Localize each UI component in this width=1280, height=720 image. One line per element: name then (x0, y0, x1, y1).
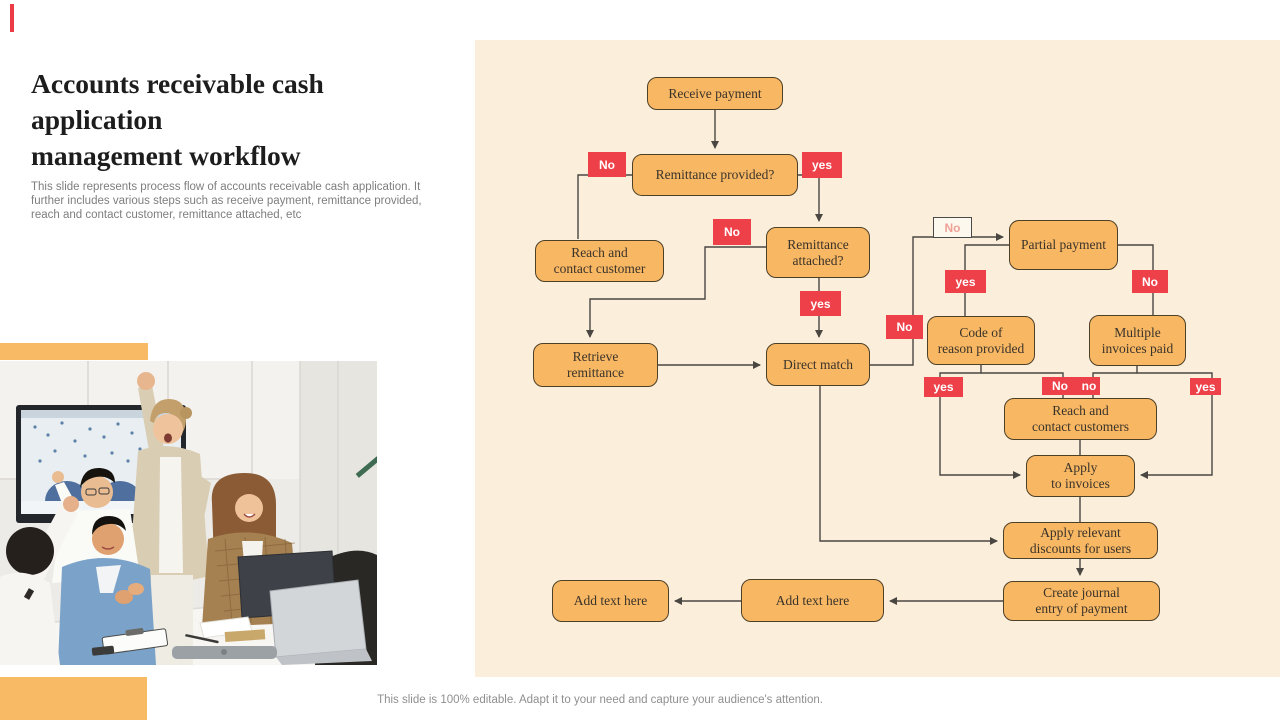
flow-badge-remittance-provided-yes: yes (802, 152, 842, 178)
flow-node-code-reason-provided: Code of reason provided (927, 316, 1035, 365)
flow-node-apply-to-invoices: Apply to invoices (1026, 455, 1135, 497)
flow-node-add-text-here-2: Add text here (741, 579, 884, 622)
flow-badge-multiple-invoices-no: no (1078, 377, 1100, 395)
flow-node-receive-payment: Receive payment (647, 77, 783, 110)
flow-badge-remittance-provided-no: No (588, 152, 626, 177)
flow-badge-partial-payment-no-white: No (933, 217, 972, 238)
flow-node-remittance-provided: Remittance provided? (632, 154, 798, 196)
flow-node-direct-match: Direct match (766, 343, 870, 386)
flow-badge-direct-match-no: No (886, 315, 923, 339)
title-line-1: Accounts receivable cash (31, 68, 324, 99)
flow-node-remittance-attached: Remittance attached? (766, 227, 870, 278)
flow-node-create-journal-entry: Create journal entry of payment (1003, 581, 1160, 621)
accent-block-bottom-left (0, 677, 147, 720)
slide-caption: This slide is 100% editable. Adapt it to… (377, 694, 823, 706)
flow-node-retrieve-remittance: Retrieve remittance (533, 343, 658, 387)
flow-badge-multiple-invoices-yes: yes (1190, 378, 1221, 395)
flow-badge-remittance-attached-yes: yes (800, 291, 841, 316)
flow-node-add-text-here-1: Add text here (552, 580, 669, 622)
slide-subtitle: This slide represents process flow of ac… (31, 181, 422, 221)
flow-node-apply-relevant-discounts: Apply relevant discounts for users (1003, 522, 1158, 559)
flow-node-multiple-invoices-paid: Multiple invoices paid (1089, 315, 1186, 366)
title-line-3: management workflow (31, 140, 301, 171)
page-title: Accounts receivable cash application man… (31, 66, 451, 174)
flow-connectors (577, 110, 1213, 605)
flow-badge-code-reason-yes: yes (924, 377, 963, 397)
flow-badge-code-reason-no: No (1042, 377, 1078, 395)
flow-node-partial-payment: Partial payment (1009, 220, 1118, 270)
title-line-2: application (31, 104, 163, 135)
flow-badge-remittance-attached-no: No (713, 219, 751, 245)
flow-node-reach-contact-customer: Reach and contact customer (535, 240, 664, 282)
accent-bar-top-left (10, 4, 14, 32)
flow-badge-partial-payment-yes: yes (945, 270, 986, 293)
flow-badge-partial-payment-no: No (1132, 270, 1168, 293)
flow-node-reach-contact-customers: Reach and contact customers (1004, 398, 1157, 440)
team-photo-illustration (0, 361, 377, 665)
team-photo (0, 361, 377, 665)
accent-bar-left (0, 343, 148, 360)
